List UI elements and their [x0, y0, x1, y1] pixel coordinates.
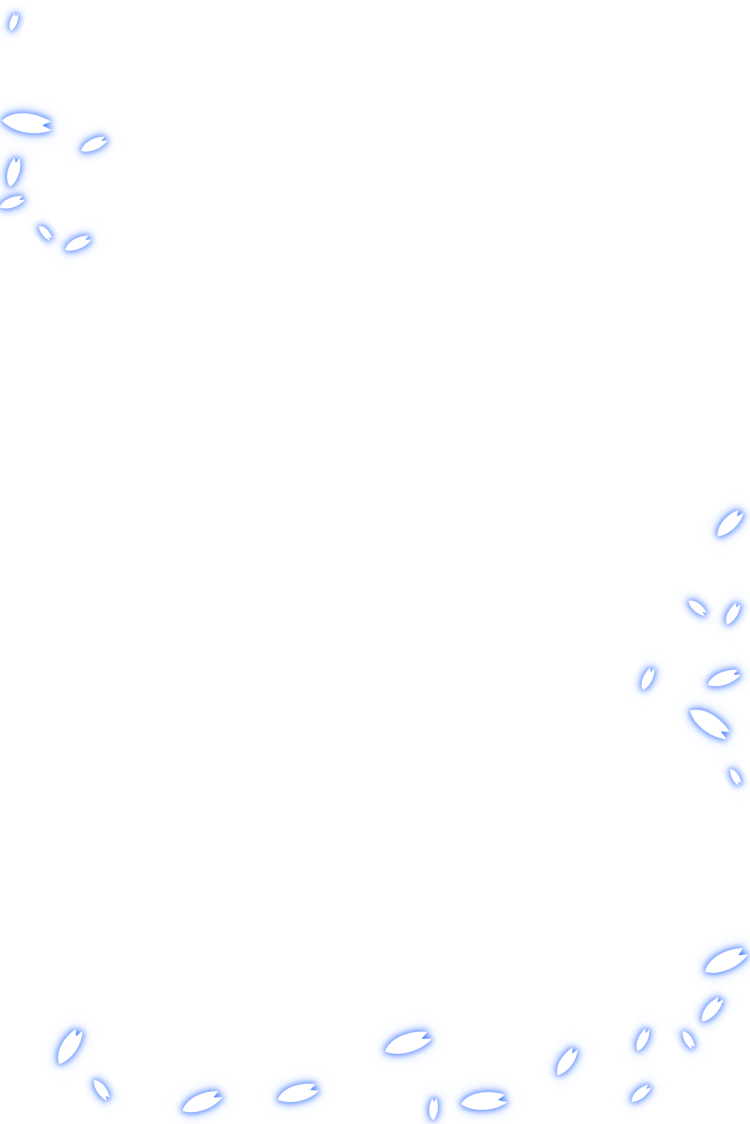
sakura-petal-icon [730, 769, 741, 786]
sakura-petal-icon [385, 1031, 432, 1054]
petal-group-bottom [58, 948, 748, 1120]
sakura-petal-icon [429, 1098, 438, 1120]
sakura-petal-icon [7, 157, 21, 187]
sakura-petal-icon [9, 13, 19, 31]
sakura-petal-icon [726, 603, 741, 625]
sakura-petal-icon [277, 1083, 319, 1102]
sakura-petal-icon [557, 1047, 578, 1076]
sakura-petal-icon [705, 948, 748, 973]
sakura-petal-icon [182, 1091, 223, 1113]
petal-group-right-edge [641, 510, 744, 786]
sakura-petal-icon [682, 1031, 695, 1050]
sakura-petal-icon [94, 1080, 110, 1101]
sakura-petal-icon [702, 997, 723, 1022]
sakura-petal-icon [690, 709, 730, 740]
sakura-petal-icon [2, 113, 52, 134]
sakura-petal-icon [65, 235, 92, 251]
sakura-petal-icon [39, 226, 52, 241]
sakura-petal-icon [636, 1028, 650, 1051]
sakura-petal-icon [631, 1084, 652, 1102]
sakura-petal-icon [708, 669, 741, 687]
sakura-petal-icon [81, 136, 108, 152]
sakura-petal-icon [688, 600, 707, 616]
sakura-petal-icon [461, 1092, 508, 1110]
petal-group-top-left [0, 13, 108, 251]
sakura-petal-icon [717, 510, 744, 537]
sakura-petal-icon [0, 196, 25, 209]
sakura-petal-icon [58, 1028, 83, 1064]
sakura-petal-icon [641, 667, 655, 690]
